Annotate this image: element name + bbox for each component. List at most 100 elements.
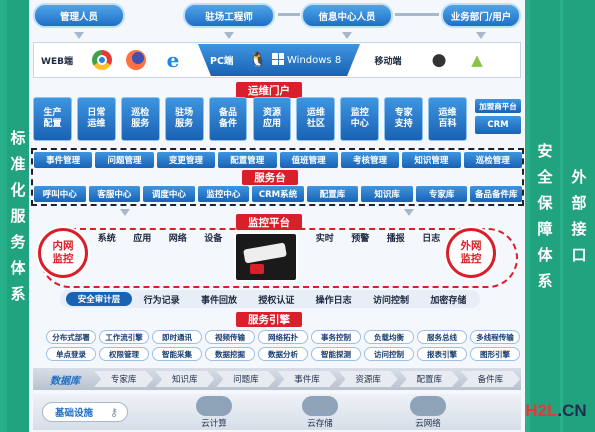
- security-item-3[interactable]: 授权认证: [258, 295, 295, 306]
- database-item-1[interactable]: 专家库: [94, 371, 154, 387]
- arrow-right: [395, 13, 439, 16]
- portal-item-10[interactable]: 运维 百科: [428, 97, 467, 141]
- portal-group: 生产 配置日常 运维巡检 服务驻场 服务备品 备件资源 应用运维 社区监控 中心…: [33, 97, 467, 141]
- portal-item-4[interactable]: 驻场 服务: [164, 97, 204, 141]
- engine-item-row1-3[interactable]: 即时通讯: [152, 330, 202, 344]
- database-item-2[interactable]: 知识库: [155, 371, 215, 387]
- arrow-down-4: [476, 32, 486, 39]
- monitor-right-circle: [446, 228, 496, 278]
- left-side-label: 标准化服务体系: [7, 0, 29, 432]
- right-side-1-char-3: 保: [537, 194, 553, 212]
- portal-item-9[interactable]: 专家 支持: [384, 97, 424, 141]
- camera-icon: [234, 232, 298, 282]
- desk-item-7[interactable]: 知识库: [361, 186, 413, 202]
- infra-item-3: 云网络: [415, 419, 441, 429]
- security-item-2[interactable]: 事件回放: [200, 295, 237, 306]
- mgmt-item-5[interactable]: 值班管理: [279, 152, 338, 168]
- monitor-right-item-2: 预警: [351, 233, 370, 244]
- left-side-char-1: 标: [10, 129, 26, 147]
- engine-item-row2-5[interactable]: 数据分析: [258, 347, 308, 361]
- portal-item-2[interactable]: 日常 运维: [76, 97, 116, 141]
- database-item-4[interactable]: 事件库: [277, 371, 337, 387]
- portal-item-3[interactable]: 巡检 服务: [120, 97, 160, 141]
- desk-item-8[interactable]: 专家库: [415, 186, 468, 202]
- engine-item-row2-7[interactable]: 访问控制: [364, 347, 414, 361]
- arrow-down-2: [224, 32, 234, 39]
- security-item-4[interactable]: 操作日志: [315, 295, 352, 306]
- engine-item-row1-6[interactable]: 事务控制: [311, 330, 361, 344]
- engine-item-row1-4[interactable]: 视频传输: [205, 330, 255, 344]
- user-manager[interactable]: 管理人员: [33, 3, 125, 28]
- user-engineer[interactable]: 驻场工程师: [183, 3, 275, 28]
- right-side-1-char-4: 障: [537, 220, 553, 238]
- chrome-icon[interactable]: [92, 50, 112, 70]
- ie-icon[interactable]: e: [166, 48, 180, 72]
- desk-item-4[interactable]: 监控中心: [197, 186, 250, 202]
- security-item-6[interactable]: 加密存储: [430, 295, 467, 306]
- engine-item-row1-2[interactable]: 工作流引擎: [99, 330, 149, 344]
- apple-icon[interactable]: ●: [431, 50, 447, 70]
- portal-item-8[interactable]: 监控 中心: [340, 97, 380, 141]
- mgmt-row: 事件管理问题管理变更管理配置管理值班管理考核管理知识管理巡检管理: [34, 152, 522, 168]
- mgmt-item-3[interactable]: 变更管理: [156, 152, 216, 168]
- engine-item-row1-8[interactable]: 服务总线: [417, 330, 467, 344]
- engine-item-row2-4[interactable]: 数据挖掘: [205, 347, 255, 361]
- desk-item-5[interactable]: CRM系统: [252, 186, 304, 202]
- firefox-icon[interactable]: [126, 50, 146, 70]
- key-icon: ⚷: [109, 405, 119, 419]
- monitor-left-item-1: 系统: [97, 233, 116, 244]
- engine-item-row2-3[interactable]: 智能采集: [152, 347, 202, 361]
- security-item-1[interactable]: 行为记录: [143, 295, 180, 306]
- security-items: 行为记录 事件回放 授权认证 操作日志 访问控制 加密存储: [134, 291, 476, 307]
- user-business[interactable]: 业务部门/用户: [441, 3, 521, 28]
- engine-item-row1-5[interactable]: 网络拓扑: [258, 330, 308, 344]
- engine-item-row2-2[interactable]: 权限管理: [99, 347, 149, 361]
- engine-item-row2-9[interactable]: 图形引擎: [470, 347, 520, 361]
- left-side-char-4: 服: [10, 207, 26, 225]
- mgmt-item-1[interactable]: 事件管理: [34, 152, 93, 168]
- user-it-center[interactable]: 信息中心人员: [301, 3, 393, 28]
- engine-item-row1-1[interactable]: 分布式部署: [46, 330, 96, 344]
- linux-icon[interactable]: 🐧: [249, 52, 267, 68]
- windows-icon[interactable]: [272, 53, 284, 65]
- android-icon[interactable]: ▲: [471, 51, 483, 69]
- desk-item-2[interactable]: 客服中心: [88, 186, 141, 202]
- portal-item-6[interactable]: 资源 应用: [252, 97, 292, 141]
- mgmt-item-4[interactable]: 配置管理: [218, 152, 277, 168]
- portal-item-5[interactable]: 备品 备件: [208, 97, 248, 141]
- mobile-label: 移动端: [374, 56, 402, 67]
- portal-item-7[interactable]: 运维 社区: [296, 97, 336, 141]
- arrow-down-5: [120, 209, 130, 216]
- engine-item-row1-7[interactable]: 负载均衡: [364, 330, 414, 344]
- monitor-left-circle: [38, 228, 88, 278]
- engine-item-row1-9[interactable]: 多线程传输: [470, 330, 520, 344]
- desk-item-3[interactable]: 调度中心: [143, 186, 195, 202]
- database-items: 专家库知识库问题库事件库资源库配置库备件库: [94, 371, 520, 387]
- database-item-3[interactable]: 问题库: [216, 371, 276, 387]
- right-side-label-external: 外部接口: [563, 0, 595, 432]
- database-bar: [33, 368, 521, 390]
- security-item-5[interactable]: 访问控制: [372, 295, 409, 306]
- desk-item-1[interactable]: 呼叫中心: [34, 186, 86, 202]
- mgmt-item-2[interactable]: 问题管理: [95, 152, 154, 168]
- right-side-label-security: 安全保障体系: [530, 0, 560, 432]
- database-item-6[interactable]: 配置库: [399, 371, 459, 387]
- portal-side-2[interactable]: CRM: [475, 116, 521, 134]
- right-strip: [525, 0, 530, 432]
- desk-item-9[interactable]: 备品备件库: [470, 186, 522, 202]
- security-label: 安全审计层: [66, 292, 132, 306]
- engine-item-row2-8[interactable]: 报表引擎: [417, 347, 467, 361]
- portal-side-1[interactable]: 加盟商平台: [475, 99, 521, 113]
- engine-item-row2-6[interactable]: 智能探测: [311, 347, 361, 361]
- mgmt-item-6[interactable]: 考核管理: [340, 152, 400, 168]
- database-item-5[interactable]: 资源库: [338, 371, 398, 387]
- security-row-bg: [60, 290, 480, 308]
- desk-item-6[interactable]: 配置库: [306, 186, 359, 202]
- mgmt-item-7[interactable]: 知识管理: [402, 152, 461, 168]
- left-side-char-6: 体: [10, 259, 26, 277]
- portal-item-1[interactable]: 生产 配置: [33, 97, 72, 141]
- database-item-7[interactable]: 备件库: [460, 371, 520, 387]
- engine-item-row2-1[interactable]: 单点登录: [46, 347, 96, 361]
- mgmt-item-8[interactable]: 巡检管理: [463, 152, 522, 168]
